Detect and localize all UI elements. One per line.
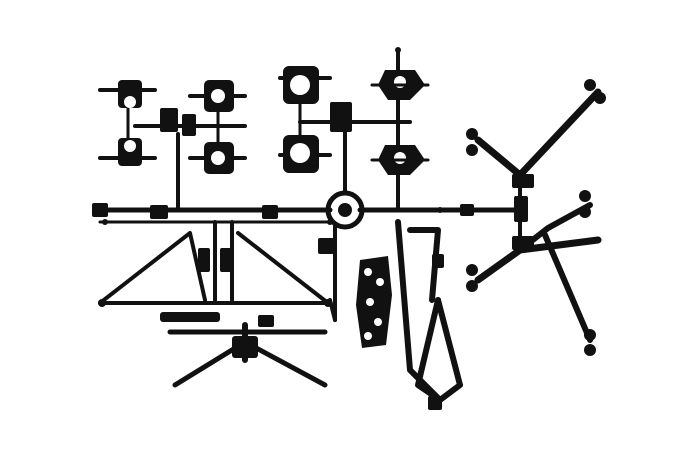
runner-pins [102, 207, 443, 225]
long-frame-tabs [428, 254, 444, 410]
center-uprights [278, 66, 412, 195]
mid-runner-tab [318, 238, 334, 254]
upper-right-brackets [370, 47, 430, 212]
left-hub-carriers [188, 80, 247, 174]
right-wishbones [474, 88, 602, 284]
center-hub [325, 190, 365, 230]
wishbone-balljoints [466, 79, 606, 356]
lower-wishbone-arm [517, 202, 593, 343]
bottom-x-hub [232, 336, 258, 358]
mid-vertical-runner [328, 223, 337, 322]
lower-left-frame [98, 220, 332, 305]
upper-left-knuckles [98, 80, 247, 212]
long-frame-pieces [395, 219, 463, 403]
center-perforated-bracket [356, 256, 392, 348]
